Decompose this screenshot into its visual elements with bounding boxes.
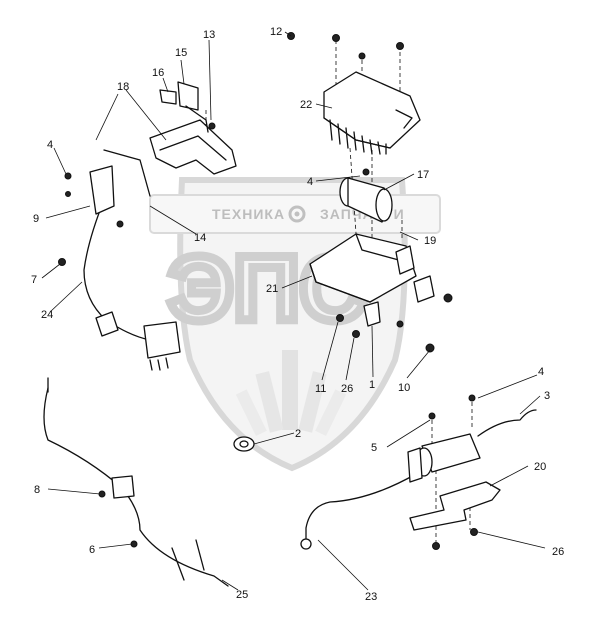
cover-part-22 — [323, 71, 421, 155]
leader-lines — [41, 31, 546, 591]
grommet-part-2 — [233, 436, 255, 452]
callout-4-center: 4 — [307, 176, 313, 188]
cable-part-23 — [300, 473, 417, 550]
callout-4-right: 4 — [538, 366, 544, 378]
callout-26-top: 26 — [341, 383, 353, 395]
callout-24: 24 — [41, 309, 53, 321]
callout-13: 13 — [203, 29, 215, 41]
callout-25: 25 — [236, 589, 248, 601]
callout-11: 11 — [315, 383, 326, 395]
callout-21: 21 — [266, 283, 278, 295]
callout-14: 14 — [194, 232, 206, 244]
callout-labels: 12 13 15 16 18 22 4 4 17 9 14 19 7 21 24… — [31, 26, 564, 603]
callout-3: 3 — [544, 390, 550, 402]
callout-1: 1 — [369, 379, 375, 391]
watermark-sheaf-icon — [235, 350, 347, 436]
callout-4-left: 4 — [47, 139, 53, 151]
callout-15: 15 — [175, 47, 187, 59]
callout-12: 12 — [270, 26, 282, 38]
callout-22: 22 — [300, 99, 312, 111]
canister-part-17 — [339, 177, 393, 223]
plate-part-20 — [409, 481, 501, 531]
gear-icon — [288, 205, 306, 223]
callout-16: 16 — [152, 67, 164, 79]
callout-9: 10 — [398, 382, 410, 394]
watermark-text-left: ТЕХНИКА — [212, 206, 285, 222]
callout-2: 2 — [295, 428, 301, 440]
callout-10: 8 — [34, 484, 40, 496]
callout-19: 19 — [424, 235, 436, 247]
callout-26-bottom: 26 — [552, 546, 564, 558]
callout-6: 7 — [31, 274, 37, 286]
callout-8: 9 — [33, 213, 39, 225]
harness-part-24 — [83, 149, 181, 371]
callout-7: 6 — [89, 544, 95, 556]
fasteners — [58, 32, 478, 550]
callout-20: 20 — [534, 461, 546, 473]
callout-17: 17 — [417, 169, 429, 181]
bracket-part-18 — [149, 81, 237, 175]
callout-23: 23 — [365, 591, 377, 603]
callout-5: 5 — [371, 442, 377, 454]
bracket-part-21 — [309, 233, 435, 327]
callout-18: 18 — [117, 81, 129, 93]
cable-part-25 — [43, 377, 229, 587]
relay-part-3 — [407, 409, 537, 483]
